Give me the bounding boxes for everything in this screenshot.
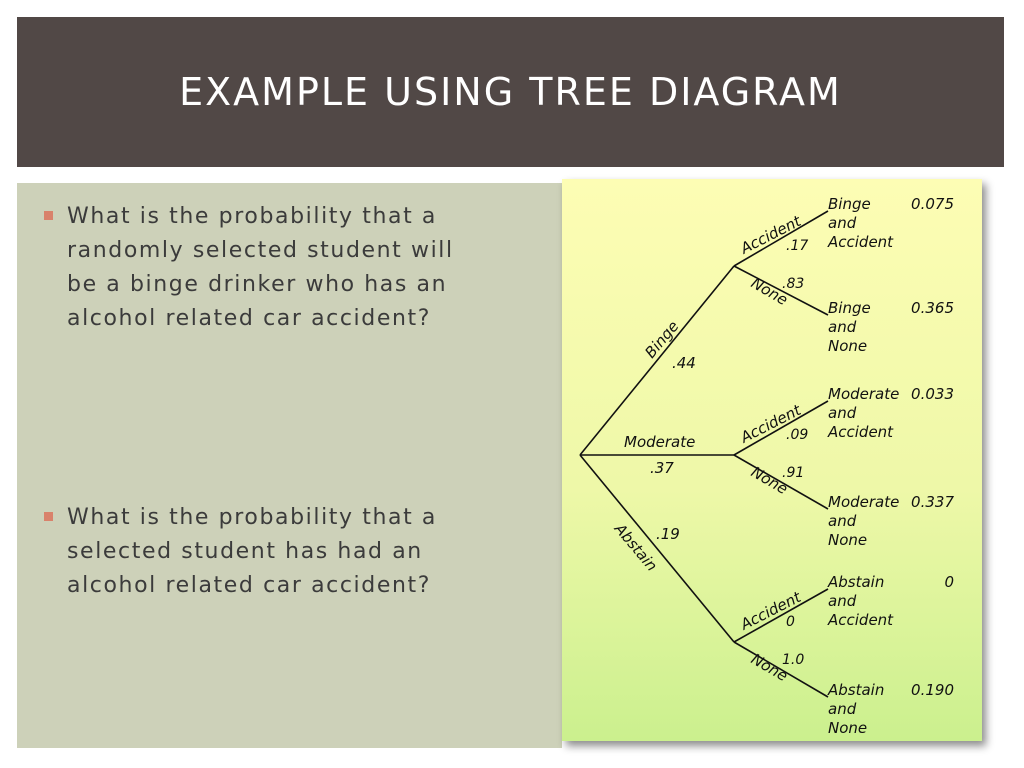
branch-line-binge — [579, 265, 735, 456]
outcome-label-abstain-accident-1: and — [828, 592, 857, 610]
outcome-label-moderate-accident-1: and — [828, 404, 857, 422]
outcome-label-binge-none-2: None — [828, 337, 867, 355]
sub-branch-prob-abstain-accident: 0 — [786, 614, 795, 630]
joint-prob-abstain-none: 0.190 — [911, 681, 954, 699]
branch-label-abstain: Abstain — [610, 519, 661, 575]
outcome-label-binge-none-0: Binge — [828, 299, 871, 317]
outcome-label-abstain-none-1: and — [828, 700, 857, 718]
joint-prob-moderate-accident: 0.033 — [911, 385, 954, 403]
sub-branch-line-binge-accident — [733, 210, 829, 267]
bullet-item-1: What is the probability that a randomly … — [44, 200, 514, 336]
joint-prob-moderate-none: 0.337 — [911, 493, 954, 511]
bullet-square-icon — [44, 512, 53, 521]
slide-title: EXAMPLE USING TREE DIAGRAM — [179, 70, 842, 114]
outcome-label-binge-accident-1: and — [828, 214, 857, 232]
content-panel — [17, 183, 562, 748]
sub-branch-prob-moderate-accident: .09 — [786, 427, 808, 443]
outcome-label-binge-none-1: and — [828, 318, 857, 336]
outcome-label-moderate-none-0: Moderate — [828, 493, 899, 511]
sub-branch-line-binge-none — [733, 265, 829, 316]
sub-branch-prob-binge-accident: .17 — [786, 238, 808, 254]
joint-prob-binge-accident: 0.075 — [911, 195, 954, 213]
sub-branch-line-abstain-accident — [733, 588, 829, 643]
outcome-label-moderate-accident-0: Moderate — [828, 385, 899, 403]
joint-prob-abstain-accident: 0 — [944, 573, 954, 591]
title-bar: EXAMPLE USING TREE DIAGRAM — [17, 17, 1004, 167]
branch-prob-moderate: .37 — [650, 459, 674, 477]
branch-prob-abstain: .19 — [656, 525, 680, 543]
branch-prob-binge: .44 — [672, 354, 696, 372]
bullet-text-1: What is the probability that a randomly … — [67, 204, 454, 331]
bullet-square-icon — [44, 211, 53, 220]
outcome-label-abstain-accident-2: Accident — [827, 611, 894, 629]
sub-branch-line-moderate-accident — [733, 400, 829, 456]
outcome-label-abstain-accident-0: Abstain — [827, 573, 884, 591]
outcome-label-moderate-none-2: None — [828, 531, 867, 549]
sub-branch-prob-binge-none: .83 — [782, 276, 804, 292]
outcome-label-abstain-none-0: Abstain — [827, 681, 884, 699]
outcome-label-moderate-accident-2: Accident — [827, 423, 894, 441]
bullet-text-2: What is the probability that a selected … — [67, 505, 437, 598]
outcome-label-binge-accident-0: Binge — [828, 195, 871, 213]
outcome-label-moderate-none-1: and — [828, 512, 857, 530]
sub-branch-prob-abstain-none: 1.0 — [782, 652, 804, 668]
joint-prob-binge-none: 0.365 — [911, 299, 954, 317]
sub-branch-line-abstain-none — [733, 641, 829, 698]
tree-diagram: Binge.44Accident.17BingeandAccident0.075… — [579, 195, 954, 737]
outcome-label-binge-accident-2: Accident — [827, 233, 894, 251]
outcome-label-abstain-none-2: None — [828, 719, 867, 737]
sub-branch-prob-moderate-none: .91 — [782, 465, 804, 481]
bullet-item-2: What is the probability that a selected … — [44, 501, 514, 603]
sub-branch-line-moderate-none — [733, 454, 829, 510]
branch-line-abstain — [579, 454, 735, 643]
branch-label-moderate: Moderate — [624, 433, 695, 451]
